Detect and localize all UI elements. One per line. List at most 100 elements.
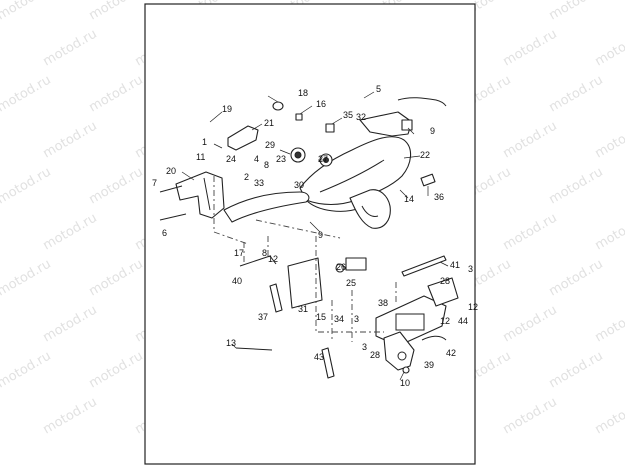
callout-44: 44 xyxy=(458,316,468,326)
pin-13 xyxy=(235,347,273,351)
watermark-text: motod.ru xyxy=(593,303,625,346)
callout-6: 6 xyxy=(162,228,167,238)
watermark-text: motod.ru xyxy=(593,119,625,162)
watermark-text: motod.ru xyxy=(547,73,606,116)
watermark-text: motod.ru xyxy=(593,27,625,70)
hook-42 xyxy=(421,335,447,341)
watermark-text: motod.ru xyxy=(501,211,560,254)
plate-bracket xyxy=(375,277,459,347)
watermark-text: motod.ru xyxy=(87,73,146,116)
callout-26: 26 xyxy=(336,262,346,272)
screw-7 xyxy=(159,185,183,193)
strip-43 xyxy=(321,347,335,379)
drawing-frame xyxy=(144,3,476,465)
watermark-text: motod.ru xyxy=(593,395,625,438)
watermark-text: motod.ru xyxy=(87,257,146,300)
callout-1: 1 xyxy=(202,137,207,147)
callout-32: 32 xyxy=(356,112,366,122)
bracket-26 xyxy=(335,257,367,273)
watermark-text: motod.ru xyxy=(547,0,606,23)
callout-29: 29 xyxy=(265,140,275,150)
hanger-39 xyxy=(383,331,415,371)
callout-5: 5 xyxy=(376,84,381,94)
callout-39: 39 xyxy=(424,360,434,370)
callout-13: 13 xyxy=(226,338,236,348)
cover-21 xyxy=(227,125,259,151)
watermark-text: motod.ru xyxy=(0,165,54,208)
callout-19: 19 xyxy=(222,104,232,114)
callout-11: 11 xyxy=(196,152,205,162)
callout-27: 27 xyxy=(318,154,328,164)
gauge-29 xyxy=(290,147,306,163)
callout-8b: 8 xyxy=(262,248,267,258)
callout-3a: 3 xyxy=(468,264,473,274)
watermark-text: motod.ru xyxy=(41,395,100,438)
callout-10: 10 xyxy=(400,378,410,388)
callout-31: 31 xyxy=(298,304,308,314)
callout-9a: 9 xyxy=(430,126,435,136)
callout-12b: 12 xyxy=(468,302,478,312)
callout-8a: 8 xyxy=(264,160,269,170)
rod-41 xyxy=(401,255,447,277)
callout-20: 20 xyxy=(166,166,176,176)
callout-21: 21 xyxy=(264,118,274,128)
callout-36: 36 xyxy=(434,192,444,202)
watermark-text: motod.ru xyxy=(501,119,560,162)
watermark-text: motod.ru xyxy=(501,395,560,438)
callout-14: 14 xyxy=(404,194,414,204)
callout-3c: 3 xyxy=(362,342,367,352)
callout-28b: 28 xyxy=(370,350,380,360)
watermark-text: motod.ru xyxy=(0,0,54,23)
watermark-text: motod.ru xyxy=(87,0,146,23)
left-bracket xyxy=(175,171,225,219)
callout-12a: 12 xyxy=(268,254,278,264)
callout-9b: 9 xyxy=(318,230,323,240)
callout-18: 18 xyxy=(298,88,308,98)
watermark-text: motod.ru xyxy=(547,349,606,392)
plug-36 xyxy=(420,173,436,187)
watermark-text: motod.ru xyxy=(0,257,54,300)
callout-34: 34 xyxy=(334,314,344,324)
clip-35 xyxy=(325,123,335,133)
watermark-text: motod.ru xyxy=(593,211,625,254)
antenna-wire xyxy=(397,97,447,107)
clip-16 xyxy=(295,113,303,121)
screw-6 xyxy=(159,213,187,221)
watermark-text: motod.ru xyxy=(501,303,560,346)
callout-12c: 12 xyxy=(440,316,450,326)
callout-2: 2 xyxy=(244,172,249,182)
callout-16: 16 xyxy=(316,99,326,109)
callout-15: 15 xyxy=(316,312,326,322)
watermark-text: motod.ru xyxy=(501,27,560,70)
plate-31 xyxy=(287,257,323,309)
nut-10 xyxy=(402,366,410,374)
watermark-text: motod.ru xyxy=(547,257,606,300)
cap-18 xyxy=(272,101,284,111)
callout-3b: 3 xyxy=(354,314,359,324)
callout-7: 7 xyxy=(152,178,157,188)
callout-4: 4 xyxy=(254,154,259,164)
watermark-text: motod.ru xyxy=(0,349,54,392)
callout-41: 41 xyxy=(450,260,460,270)
callout-labels: 19 18 16 5 21 35 32 9 1 24 11 4 8 29 23 … xyxy=(152,84,478,388)
callout-24: 24 xyxy=(226,154,236,164)
callout-37: 37 xyxy=(258,312,268,322)
upper-bracket xyxy=(359,111,413,137)
callout-35: 35 xyxy=(343,110,353,120)
inner-panel xyxy=(349,189,391,229)
callout-33: 33 xyxy=(254,178,264,188)
watermark-text: motod.ru xyxy=(547,165,606,208)
watermark-text: motod.ru xyxy=(41,303,100,346)
callout-40: 40 xyxy=(232,276,242,286)
callout-22: 22 xyxy=(420,150,430,160)
watermark-text: motod.ru xyxy=(87,165,146,208)
callout-30: 30 xyxy=(294,180,304,190)
watermark-text: motod.ru xyxy=(41,27,100,70)
callout-42: 42 xyxy=(446,348,456,358)
callout-38: 38 xyxy=(378,298,388,308)
leader-lines xyxy=(181,91,449,381)
callout-43: 43 xyxy=(314,352,324,362)
watermark-text: motod.ru xyxy=(41,119,100,162)
